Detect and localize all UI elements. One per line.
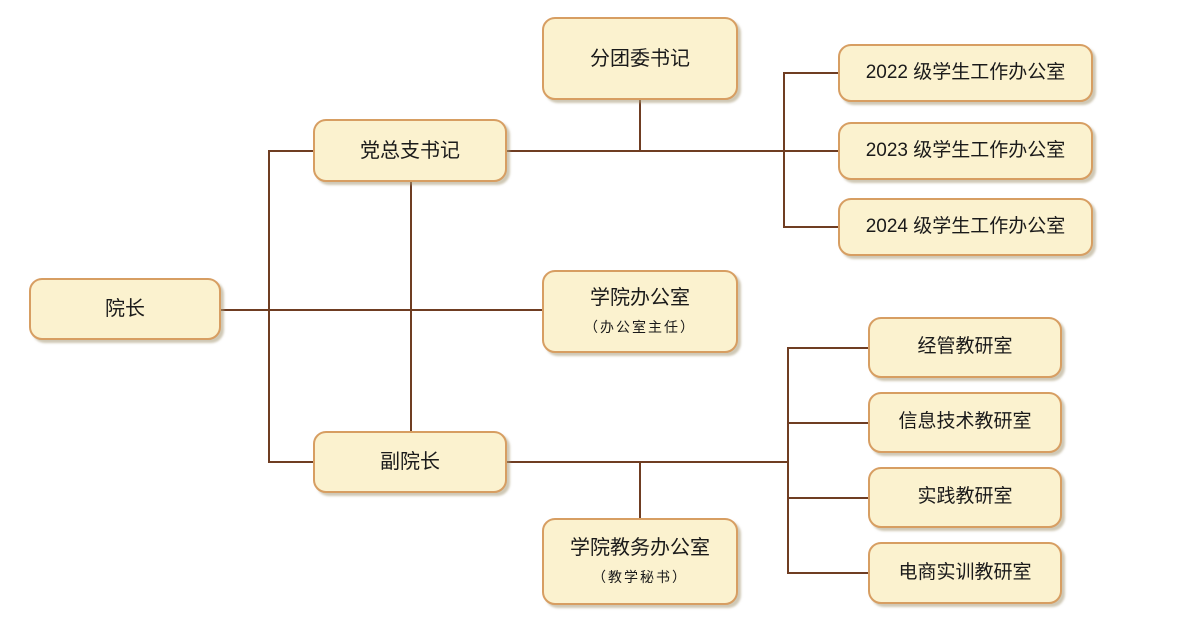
- connector-stub-ecommerce: [787, 572, 868, 574]
- node-ecommerce-training-office: 电商实训教研室: [868, 542, 1062, 604]
- connector-stub-practice: [787, 497, 868, 499]
- connector-offices-branch-vertical: [787, 347, 789, 574]
- connector-dean-horizontal: [221, 309, 542, 311]
- node-label: 实践教研室: [917, 486, 1013, 508]
- node-vice-dean: 副院长: [313, 431, 507, 493]
- node-label: 党总支书记: [360, 139, 460, 162]
- connector-trunk-vertical: [268, 150, 270, 463]
- node-it-teaching-office: 信息技术教研室: [868, 392, 1062, 453]
- connector-grades-branch-vertical: [783, 72, 785, 228]
- node-label: 经管教研室: [917, 336, 1013, 358]
- node-party-secretary: 党总支书记: [313, 119, 507, 182]
- connector-stub-it: [787, 422, 868, 424]
- node-econ-mgmt-teaching-office: 经管教研室: [868, 317, 1062, 378]
- connector-youth-league-drop: [639, 100, 641, 152]
- node-label: 副院长: [380, 451, 440, 473]
- node-academic-affairs-office: 学院教务办公室 （教学秘书）: [542, 518, 738, 605]
- connector-vice-to-offices: [507, 461, 789, 463]
- node-label: 院长: [105, 298, 145, 320]
- node-label: 信息技术教研室: [898, 411, 1032, 433]
- node-grade-2023-office: 2023 级学生工作办公室: [838, 122, 1093, 180]
- connector-party-to-grades: [507, 150, 838, 152]
- node-practice-teaching-office: 实践教研室: [868, 467, 1062, 528]
- node-sublabel: （办公室主任）: [584, 320, 696, 336]
- node-grade-2024-office: 2024 级学生工作办公室: [838, 198, 1093, 256]
- connector-party-stub: [268, 150, 313, 152]
- node-college-office: 学院办公室 （办公室主任）: [542, 270, 738, 353]
- connector-stub-econ-mgmt: [787, 347, 868, 349]
- connector-party-to-vice-vertical: [410, 182, 412, 431]
- connector-stub-2022: [783, 72, 838, 74]
- node-label: 2023 级学生工作办公室: [865, 139, 1066, 161]
- node-label: 2024 级学生工作办公室: [865, 215, 1066, 237]
- node-dean: 院长: [29, 278, 221, 340]
- connector-stub-2024: [783, 226, 838, 228]
- connector-academic-affairs-drop: [639, 461, 641, 518]
- node-label: 分团委书记: [590, 47, 690, 70]
- node-label: 学院教务办公室: [570, 537, 710, 559]
- node-label: 学院办公室: [590, 287, 690, 309]
- node-grade-2022-office: 2022 级学生工作办公室: [838, 44, 1093, 102]
- node-sublabel: （教学秘书）: [592, 570, 688, 586]
- node-label: 2022 级学生工作办公室: [865, 61, 1066, 83]
- node-youth-league-secretary: 分团委书记: [542, 17, 738, 100]
- connector-vice-dean-stub: [268, 461, 313, 463]
- node-label: 电商实训教研室: [898, 561, 1032, 583]
